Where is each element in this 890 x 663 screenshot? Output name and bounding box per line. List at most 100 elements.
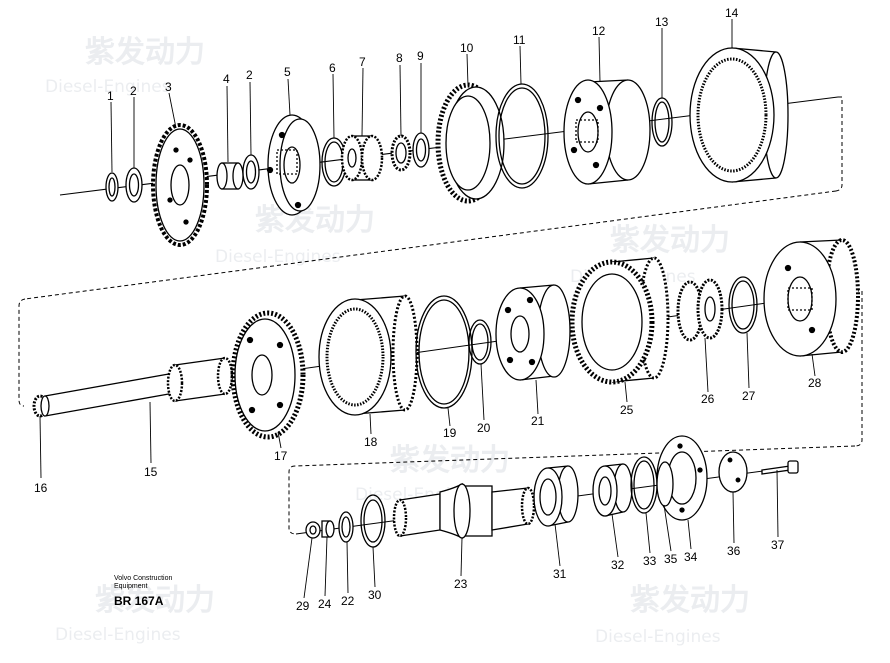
- svg-text:紫发动力: 紫发动力: [255, 203, 375, 238]
- part-11-snap-ring: [495, 83, 549, 189]
- svg-text:紫发动力: 紫发动力: [610, 223, 730, 258]
- label-part-20: 20: [477, 421, 491, 435]
- svg-text:紫发动力: 紫发动力: [85, 35, 205, 70]
- dashed-connector-right: [854, 290, 863, 447]
- label-part-8: 8: [396, 51, 403, 65]
- part-3-sprocket-gear: [151, 123, 209, 247]
- label-part-28: 28: [808, 376, 822, 390]
- label-part-29: 29: [296, 599, 310, 613]
- part-labels: 1 2 3 4 2 5 6 7 8 9 10 11 12 13 14 16 15…: [34, 6, 822, 613]
- part-1-ring: [105, 172, 119, 202]
- part-33-o-ring: [630, 456, 658, 514]
- label-part-27: 27: [742, 389, 756, 403]
- watermark-1: 紫发动力 Diesel-Engines: [45, 35, 205, 97]
- part-5-planet-carrier: [266, 114, 321, 216]
- label-part-10: 10: [460, 41, 474, 55]
- caption-line-2: Equipment: [114, 582, 148, 590]
- label-part-25: 25: [620, 403, 634, 417]
- part-25-ring-gear: [569, 256, 670, 385]
- dashed-connector-top-return: [24, 190, 837, 300]
- part-20-o-ring: [468, 319, 492, 365]
- part-21-planet-carrier: [495, 284, 571, 381]
- label-part-13: 13: [655, 15, 669, 29]
- svg-text:Diesel-Engines: Diesel-Engines: [215, 247, 341, 267]
- part-15-shaft: [40, 356, 234, 417]
- label-part-19: 19: [443, 426, 457, 440]
- svg-text:Diesel-Engines: Diesel-Engines: [595, 627, 721, 647]
- label-part-21: 21: [531, 414, 545, 428]
- part-12-planet-carrier: [563, 79, 651, 185]
- part-14-ring-gear-housing: [689, 47, 789, 183]
- part-2b-washer: [242, 154, 260, 190]
- svg-text:紫发动力: 紫发动力: [630, 583, 750, 618]
- label-part-24: 24: [318, 597, 332, 611]
- label-part-18: 18: [364, 435, 378, 449]
- label-part-16: 16: [34, 481, 48, 495]
- part-9-washer: [412, 132, 430, 168]
- label-part-17: 17: [274, 449, 288, 463]
- svg-text:Diesel-Engines: Diesel-Engines: [45, 77, 171, 97]
- drawing-code: BR 167A: [114, 594, 164, 609]
- label-part-9: 9: [417, 49, 424, 63]
- label-part-7: 7: [359, 55, 366, 69]
- label-part-35: 35: [664, 552, 678, 566]
- part-24-washer: [321, 520, 335, 538]
- label-part-3: 3: [165, 80, 172, 94]
- label-part-32: 32: [611, 558, 625, 572]
- dashed-connector-left: [18, 298, 26, 407]
- part-37-bolt: [761, 460, 799, 475]
- part-7-planet-gear: [340, 134, 384, 182]
- svg-text:紫发动力: 紫发动力: [95, 583, 215, 618]
- caption-line-1: Volvo Construction: [114, 575, 173, 582]
- svg-text:紫发动力: 紫发动力: [390, 443, 510, 478]
- label-part-12: 12: [592, 24, 606, 38]
- label-part-11: 11: [513, 33, 526, 47]
- part-18-ring-gear: [318, 294, 419, 416]
- label-part-4: 4: [223, 72, 230, 86]
- dashed-connector-middle-return: [294, 445, 856, 467]
- part-36-cover-plate: [718, 451, 748, 493]
- drawing-caption: Volvo Construction Equipment BR 167A: [114, 575, 172, 609]
- label-part-2: 2: [130, 84, 137, 98]
- label-part-5: 5: [284, 65, 291, 79]
- label-part-14: 14: [725, 6, 739, 20]
- label-part-26: 26: [701, 392, 715, 406]
- label-part-1: 1: [107, 89, 114, 103]
- label-part-2b: 2: [246, 68, 253, 82]
- leader-lines: [39, 19, 816, 599]
- dashed-connector-bottom-left: [288, 465, 297, 535]
- watermark-6: 紫发动力 Diesel-Engines: [595, 583, 750, 647]
- part-29-nut: [305, 521, 321, 539]
- label-part-33: 33: [643, 554, 657, 568]
- watermark-5: 紫发动力 Diesel-Engines: [55, 583, 215, 645]
- part-26-planet-gear: [676, 278, 724, 342]
- part-22-ring: [338, 511, 354, 543]
- label-part-37: 37: [771, 538, 785, 552]
- part-13-o-ring: [651, 97, 673, 147]
- part-32-bearing: [592, 463, 633, 517]
- svg-text:Diesel-Engines: Diesel-Engines: [55, 625, 181, 645]
- part-34-flange-cover: [656, 435, 708, 521]
- part-2-washer: [125, 167, 143, 203]
- part-8-bearing-ring: [390, 134, 412, 172]
- label-part-15: 15: [144, 465, 158, 479]
- label-part-6: 6: [329, 61, 336, 75]
- part-19-snap-ring: [415, 295, 473, 409]
- label-part-34: 34: [684, 550, 698, 564]
- label-part-22: 22: [341, 594, 355, 608]
- part-31-bearing: [533, 465, 579, 527]
- dashed-connector-top-right: [835, 96, 843, 192]
- label-part-23: 23: [454, 577, 468, 591]
- label-part-36: 36: [727, 544, 741, 558]
- part-10-ring-gear: [435, 82, 505, 204]
- part-23-output-shaft: [392, 482, 536, 540]
- part-4-bushing: [216, 162, 244, 190]
- label-part-30: 30: [368, 588, 382, 602]
- part-27-o-ring: [728, 276, 758, 334]
- label-part-31: 31: [553, 567, 567, 581]
- part-17-sun-gear: [230, 310, 306, 440]
- watermark-2: 紫发动力 Diesel-Engines: [215, 203, 375, 267]
- part-28-planet-carrier-gear: [763, 238, 860, 357]
